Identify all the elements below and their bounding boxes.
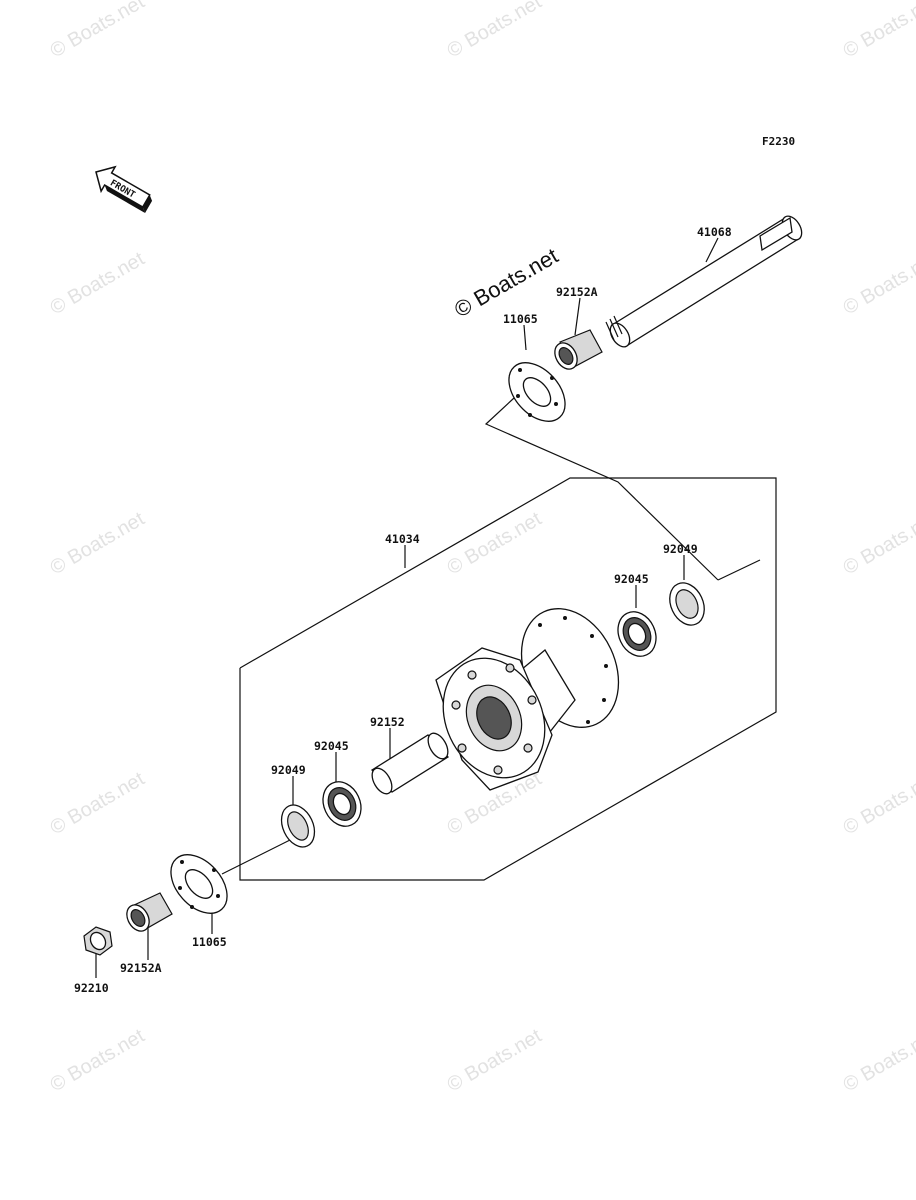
watermark: © Boats.net — [840, 1025, 916, 1097]
watermark: © Boats.net — [444, 0, 546, 62]
nut — [83, 926, 113, 956]
part-label-seal-right: 92049 — [663, 542, 698, 556]
part-label-seal-left: 92049 — [271, 763, 306, 777]
part-label-hub: 41034 — [385, 532, 420, 546]
part-label-ring-top: 11065 — [503, 312, 538, 326]
part-label-collar-bottom: 92152A — [120, 961, 162, 975]
seal-right — [669, 582, 705, 626]
part-label-bearing-right: 92045 — [614, 572, 649, 586]
collar-top — [554, 329, 603, 370]
watermark: © Boats.net — [47, 508, 149, 580]
bearing-right — [617, 611, 657, 657]
sleeve — [370, 732, 450, 795]
part-label-ring-bottom: 11065 — [192, 935, 227, 949]
figure-code: F2230 — [762, 135, 795, 148]
seal-left — [280, 804, 316, 848]
ring-top — [508, 362, 566, 422]
watermark: © Boats.net — [444, 508, 546, 580]
watermark: © Boats.net — [47, 0, 149, 62]
bearing-left — [322, 781, 362, 827]
main-watermark: © Boats.net — [450, 243, 562, 322]
watermark: © Boats.net — [840, 508, 916, 580]
watermark: © Boats.net — [840, 248, 916, 320]
watermark-layer: © Boats.net © Boats.net © Boats.net © Bo… — [47, 0, 916, 1096]
part-labels: 41068 92152A 11065 41034 92049 92045 921… — [74, 225, 732, 995]
watermark: © Boats.net — [47, 1025, 149, 1097]
assembly-guide-lines — [221, 397, 777, 881]
hub — [435, 608, 620, 791]
watermark: © Boats.net — [840, 768, 916, 840]
part-label-collar-top: 92152A — [556, 285, 598, 299]
ring-bottom — [170, 854, 228, 914]
collar-bottom — [126, 892, 173, 932]
part-label-sleeve: 92152 — [370, 715, 405, 729]
watermark: © Boats.net — [444, 1025, 546, 1097]
part-label-axle: 41068 — [697, 225, 732, 239]
part-label-bearing-left: 92045 — [314, 739, 349, 753]
axle — [605, 215, 803, 348]
watermark: © Boats.net — [47, 248, 149, 320]
watermark: © Boats.net — [47, 768, 149, 840]
watermark: © Boats.net — [840, 0, 916, 62]
part-label-nut: 92210 — [74, 981, 109, 995]
front-arrow-icon: FRONT — [95, 165, 153, 214]
